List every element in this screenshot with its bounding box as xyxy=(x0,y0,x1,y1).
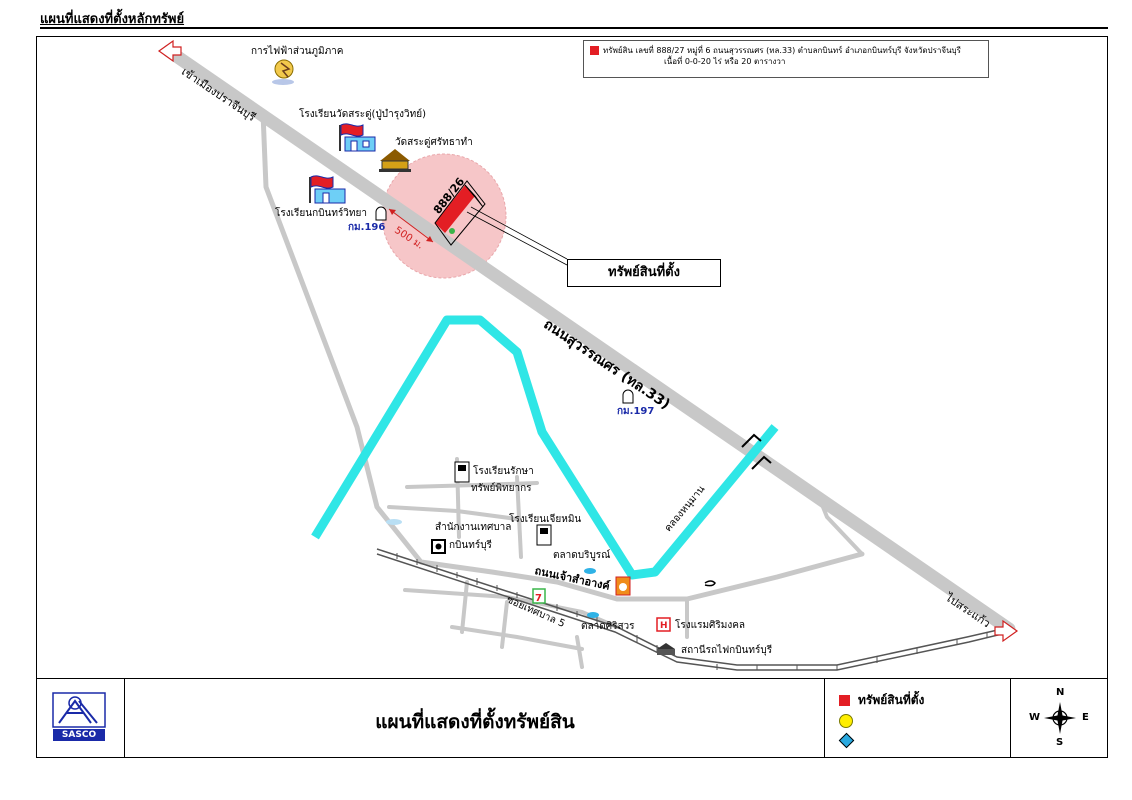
logo-text: SASCO xyxy=(61,730,97,740)
map-canvas: 7 H xyxy=(157,39,1019,671)
temple-icon xyxy=(379,149,411,172)
label-market-siri: ตลาดศิริสวร xyxy=(581,621,635,632)
sasco-logo-icon xyxy=(52,692,106,741)
compass-s: S xyxy=(1056,737,1064,748)
compass-cell: N S W E xyxy=(1011,679,1109,757)
electricity-icon xyxy=(272,59,294,85)
arrow-to-prachin xyxy=(157,39,182,63)
municipal-icon xyxy=(431,539,446,554)
yellow-circle-icon xyxy=(839,713,853,728)
map-footer: SASCO แผนที่แสดงที่ตั้งทรัพย์สิน ทรัพย์ส… xyxy=(36,679,1108,758)
info-line-1: ทรัพย์สิน เลขที่ 888/27 หมู่ที่ 6 ถนนสุว… xyxy=(590,45,982,56)
railway xyxy=(376,548,1003,671)
label-school-kabin: โรงเรียนกบินทร์วิทยา xyxy=(275,208,367,219)
label-school-chiang: โรงเรียนเจียหมิน xyxy=(509,514,582,525)
info-line-2: เนื้อที่ 0-0-20 ไร่ หรือ 20 ตารางวา xyxy=(664,57,786,67)
label-station: สถานีรถไฟกบินทร์บุรี xyxy=(681,645,773,656)
compass-rose-icon xyxy=(1044,702,1076,734)
label-hotel: โรงแรมศิริมงคล xyxy=(675,620,746,631)
label-municipal-1: สำนักงานเทศบาล xyxy=(435,522,512,533)
red-square-icon xyxy=(839,695,850,706)
road-west-loop xyxy=(260,110,865,602)
compass-w: W xyxy=(1029,712,1041,723)
gas-station-icon xyxy=(704,580,716,587)
blue-diamond-icon xyxy=(838,732,855,749)
legend-item-property: ทรัพย์สินที่ตั้ง xyxy=(839,691,924,710)
compass-e: E xyxy=(1082,712,1089,723)
map-frame: 7 H การไฟฟ้าส่วนภูมิภาค โรงเรียนวัดสระดู… xyxy=(36,36,1108,679)
red-square-icon xyxy=(590,46,599,55)
legend-cell: ทรัพย์สินที่ตั้ง xyxy=(825,679,1011,757)
page-header-title: แผนที่แสดงที่ตั้งหลักทรัพย์ xyxy=(40,12,185,27)
station-icon xyxy=(657,643,675,655)
radius-line xyxy=(388,208,434,243)
label-electricity: การไฟฟ้าส่วนภูมิภาค xyxy=(251,46,344,57)
arrow-to-sakaeo xyxy=(994,619,1019,643)
property-callout: ทรัพย์สินที่ตั้ง xyxy=(567,259,721,287)
property-marker xyxy=(434,180,486,246)
hotel-icon: H xyxy=(656,617,671,632)
legend-item-yellow xyxy=(839,713,861,728)
tesco-icon xyxy=(615,576,631,596)
school-raksa-icon xyxy=(454,461,470,483)
svg-text:H: H xyxy=(660,621,668,631)
label-municipal-2: กบินทร์บุรี xyxy=(449,540,492,551)
bridge-marker xyxy=(741,433,772,470)
label-school-raksa-2: ทรัพย์พิทยากร xyxy=(471,483,532,494)
label-school-raksa-1: โรงเรียนรักษา xyxy=(473,466,534,477)
km197-marker-icon xyxy=(622,389,634,404)
logo-cell: SASCO xyxy=(37,679,125,757)
label-km196: กม.196 xyxy=(348,222,386,233)
road-suwannason xyxy=(162,44,1016,636)
svg-text:7: 7 xyxy=(535,593,542,604)
label-school-wat: โรงเรียนวัดสระดู่(ปู่บำรุงวิทย์) xyxy=(299,109,426,120)
compass-n: N xyxy=(1056,687,1065,698)
legend-item-blue xyxy=(838,732,861,749)
seven-eleven-icon: 7 xyxy=(532,588,546,604)
label-km197: กม.197 xyxy=(617,406,655,417)
label-market-boriboon: ตลาดบริบูรณ์ xyxy=(553,550,611,561)
km196-marker-icon xyxy=(375,206,387,221)
footer-title: แผนที่แสดงที่ตั้งทรัพย์สิน xyxy=(375,711,575,733)
canal-hanuman xyxy=(311,315,779,580)
title-cell: แผนที่แสดงที่ตั้งทรัพย์สิน xyxy=(125,679,825,757)
header-rule xyxy=(40,27,1108,29)
market-icon xyxy=(386,519,599,618)
road-network xyxy=(162,44,1016,669)
school-kabin-icon xyxy=(309,175,346,204)
school-chiang-icon xyxy=(536,524,552,546)
school-flag-icon xyxy=(339,123,376,152)
property-info-box: ทรัพย์สิน เลขที่ 888/27 หมู่ที่ 6 ถนนสุว… xyxy=(583,40,989,78)
label-temple: วัดสระดู่ศรัทธาทำ xyxy=(395,137,473,148)
